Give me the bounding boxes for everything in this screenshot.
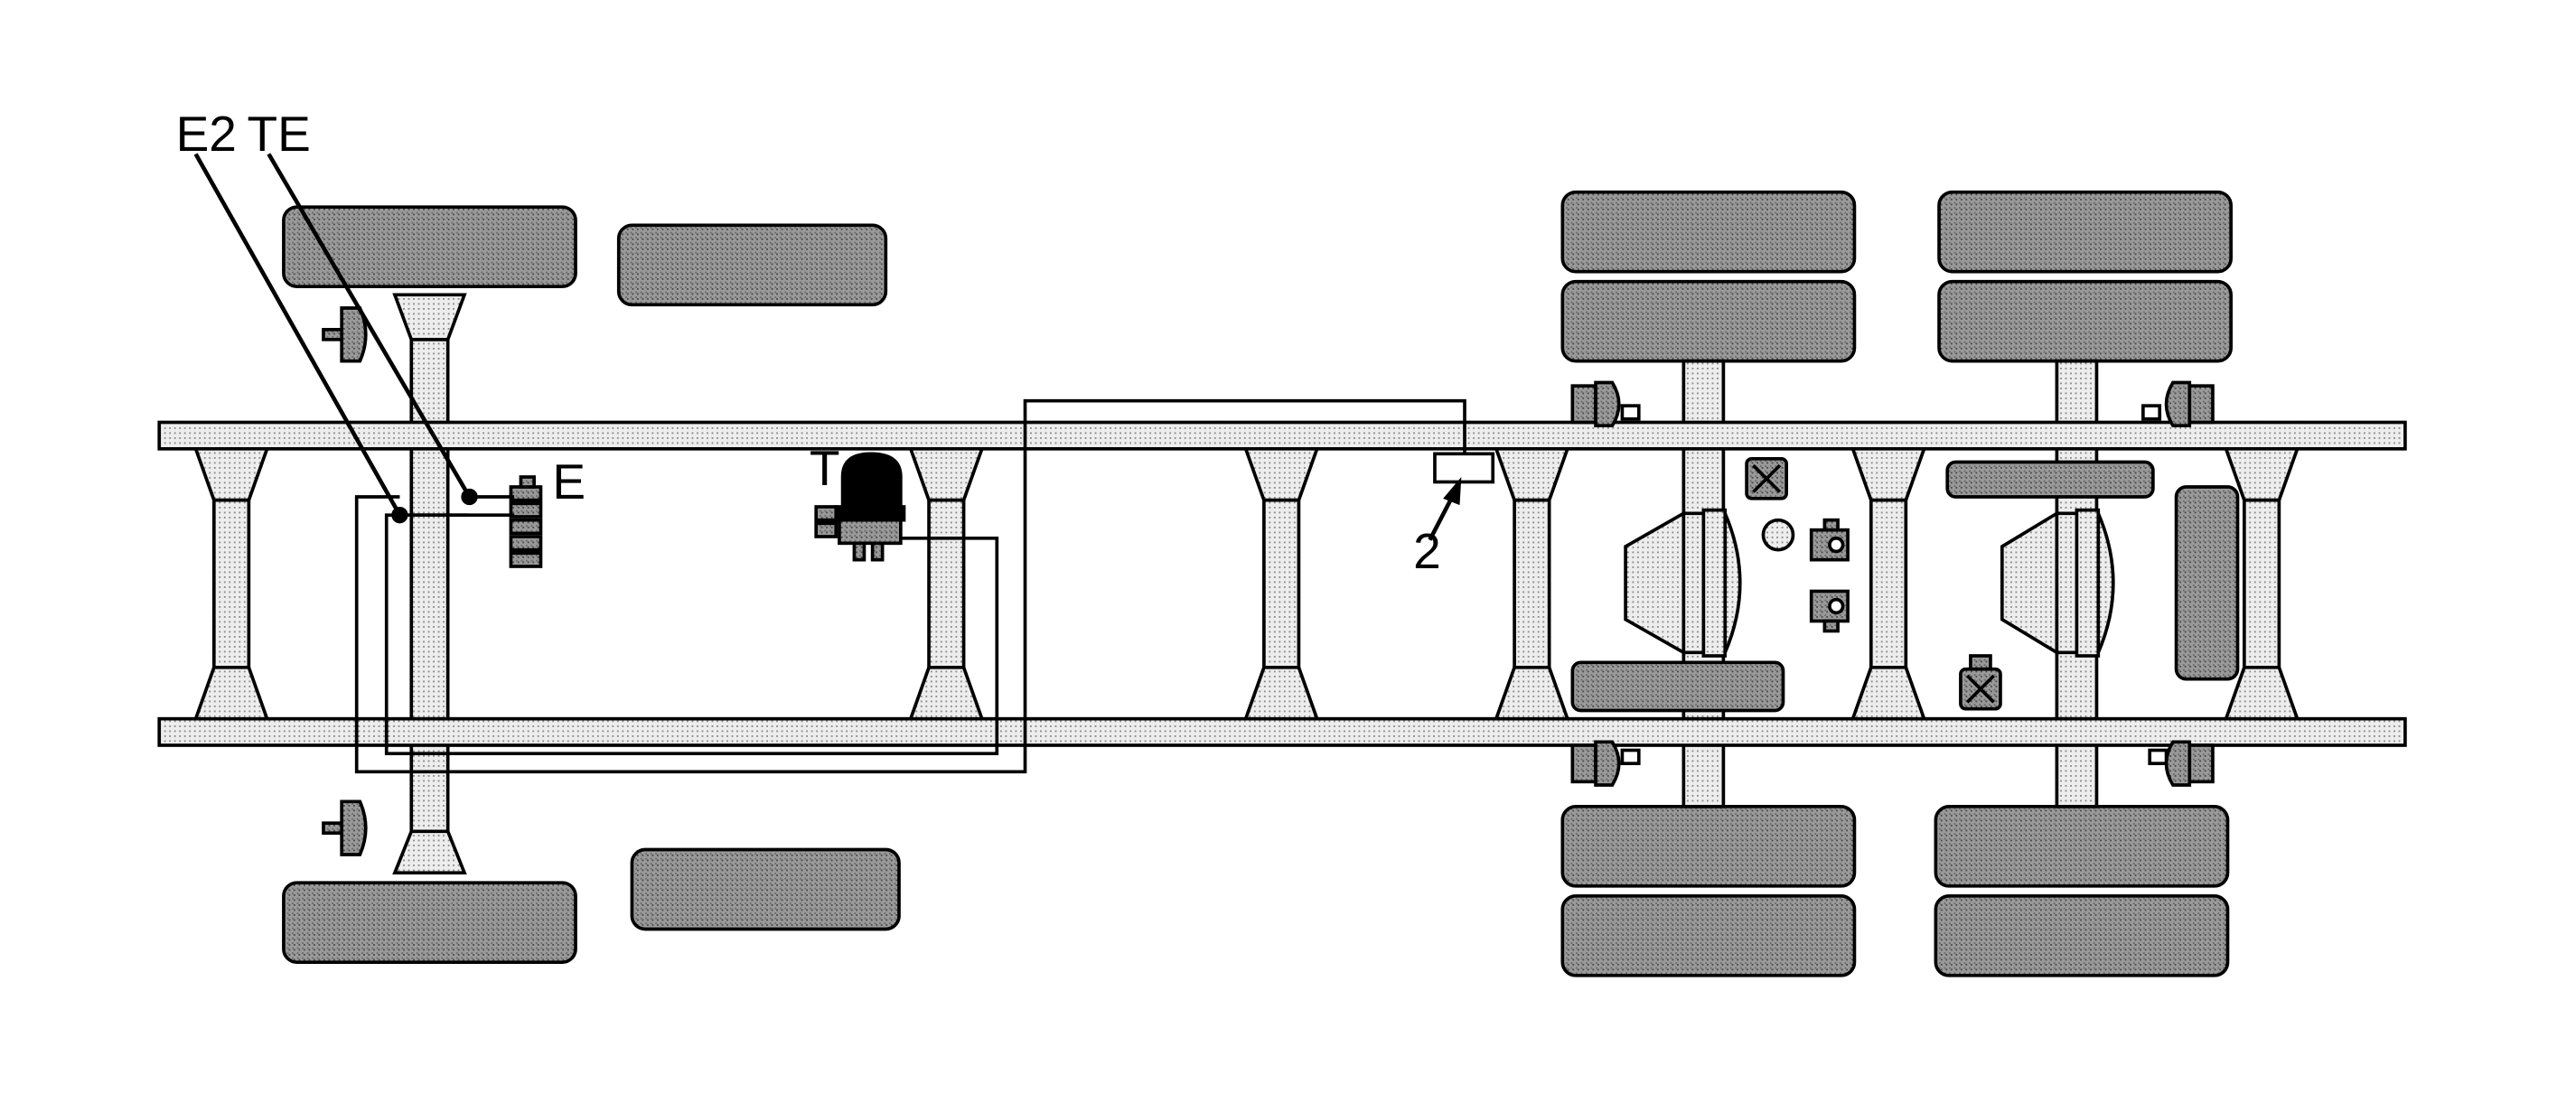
air-tank-lower-left	[1570, 660, 1785, 713]
air-tank-vertical	[2174, 485, 2240, 681]
arrowhead-2	[1443, 477, 1462, 506]
front-axle	[409, 337, 450, 834]
label-t: T	[810, 440, 840, 496]
rear-axle-2-outer-tire-left	[1937, 190, 2233, 274]
brake-chamber-rear-1-left-icon	[1570, 380, 1641, 427]
air-line-outer-loop	[354, 398, 1466, 774]
crossmember-2	[908, 447, 985, 721]
front-left-tire	[282, 205, 577, 288]
relay-valve-2-icon	[1809, 589, 1850, 633]
front-axle-bottom-flare	[392, 829, 467, 874]
crossmember-6	[2224, 447, 2300, 721]
label-2: 2	[1413, 523, 1441, 579]
manifold-e-icon	[509, 475, 543, 568]
frame-rail-lower	[157, 716, 2407, 747]
components	[322, 306, 2240, 856]
air-lines	[354, 398, 1466, 774]
leader-te	[267, 153, 472, 499]
valve-lower-icon	[1959, 654, 2002, 711]
rear-axle-1-outer-tire-left	[1560, 190, 1857, 274]
callouts	[193, 153, 1462, 541]
rear-differential-1	[1624, 508, 1742, 658]
tires	[282, 190, 2233, 977]
rear-axle-1-outer-tire-right	[1560, 893, 1857, 977]
differentials	[1624, 508, 2115, 658]
label-e2: E2	[176, 106, 237, 162]
brake-chamber-front-left-icon	[322, 306, 368, 363]
brake-chamber-rear-2-left-icon	[2141, 380, 2215, 427]
axles	[392, 293, 2099, 874]
front-right-tire	[282, 881, 577, 964]
air-tank-upper-right	[1945, 460, 2155, 499]
component-2	[1433, 452, 1495, 484]
crossmembers	[193, 447, 2300, 721]
leader-2	[1428, 494, 1456, 541]
spare-tire-upper	[616, 223, 888, 307]
rear-axle-2-inner-tire-left	[1937, 279, 2233, 363]
leader-e2	[193, 153, 402, 517]
rear-axle-2-outer-tire-right	[1934, 893, 2230, 977]
crossmember-3	[1243, 447, 1320, 721]
fitting-circle	[1761, 518, 1795, 552]
frame-rail-upper	[157, 420, 2407, 451]
air-dryer-icon	[814, 452, 906, 562]
spare-tire-lower	[630, 847, 901, 931]
crossmember-4	[1494, 447, 1570, 721]
brake-chamber-front-right-icon	[322, 799, 368, 856]
label-e: E	[552, 453, 585, 509]
label-te: TE	[248, 106, 311, 162]
front-axle-top-flare	[392, 293, 467, 341]
rear-axle-2-inner-tire-right	[1934, 804, 2230, 888]
rear-axle-1-inner-tire-right	[1560, 804, 1857, 888]
rear-axle-1-inner-tire-left	[1560, 279, 1857, 363]
rear-differential-2	[2000, 508, 2115, 658]
relay-valve-icon	[1809, 518, 1850, 562]
brake-chamber-rear-2-right-icon	[2148, 740, 2215, 787]
valve-upper-icon	[1745, 456, 1788, 500]
crossmember-1	[193, 447, 270, 721]
brake-chamber-rear-1-right-icon	[1570, 740, 1641, 787]
crossmember-5	[1850, 447, 1927, 721]
